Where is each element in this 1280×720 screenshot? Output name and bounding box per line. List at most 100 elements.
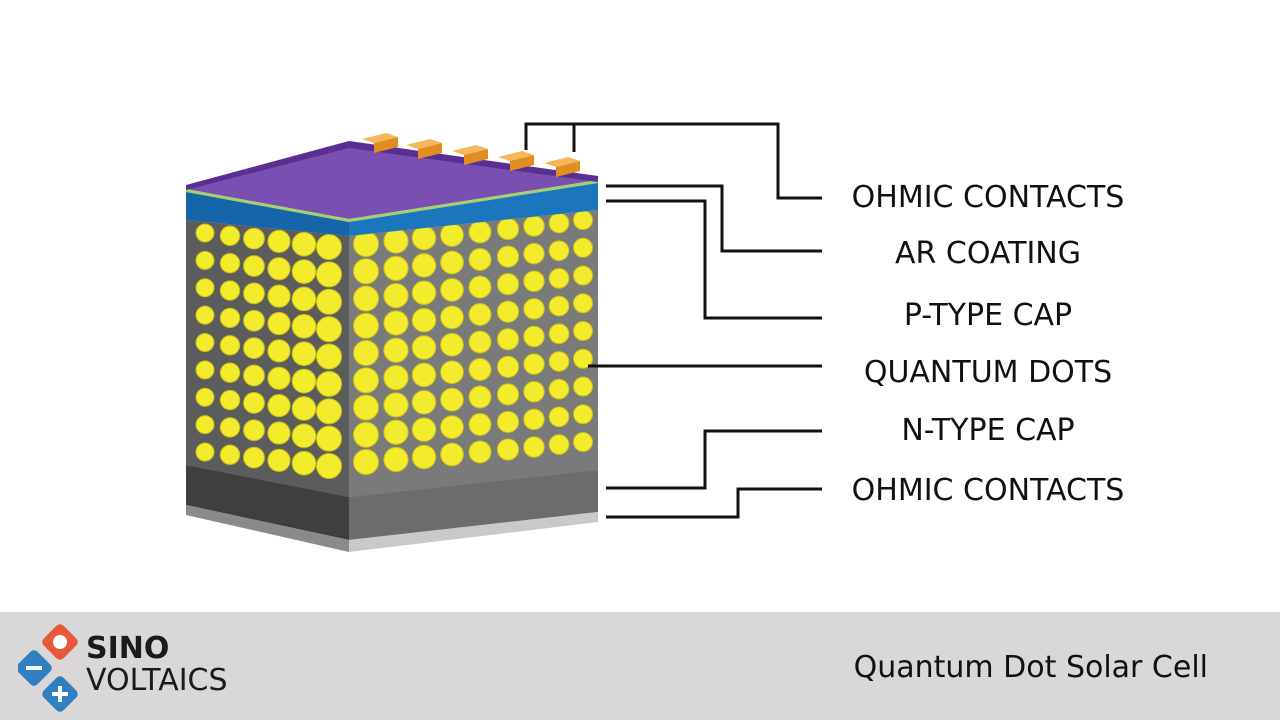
quantum-dot [267,394,291,418]
quantum-dot [496,245,520,268]
quantum-dot [496,300,520,323]
quantum-dot [316,425,342,452]
quantum-dot [383,392,409,418]
quantum-dot [573,237,593,258]
quantum-dot [411,417,437,442]
quantum-dot [523,242,545,265]
quantum-dot [573,265,593,286]
footer-bar [0,612,1280,720]
quantum-dot [411,335,437,360]
quantum-dot [468,358,492,381]
quantum-dot [440,442,464,467]
quantum-dot [496,355,520,378]
quantum-dot [411,307,437,333]
quantum-dot [195,387,215,407]
quantum-dot [383,283,409,309]
quantum-dot [291,368,317,394]
logo-icon [18,624,78,712]
quantum-dot [496,273,520,296]
quantum-dot [523,381,545,403]
quantum-dot [219,280,241,301]
quantum-dot [440,278,464,302]
quantum-dot [548,295,570,317]
quantum-dot [195,250,215,270]
quantum-dot [523,215,545,237]
quantum-dot [496,438,520,461]
quantum-dot [243,391,265,414]
quantum-dot [291,423,317,449]
quantum-dots-grid [195,210,593,479]
footer-caption: Quantum Dot Solar Cell [853,650,1208,685]
quantum-dot [267,448,291,472]
quantum-dot [219,417,241,438]
quantum-dot [468,275,492,299]
quantum-dot [267,229,291,253]
quantum-dot [353,449,379,475]
quantum-dot [243,419,265,442]
quantum-dot [468,303,492,326]
quantum-dot [353,231,379,257]
quantum-dot [523,325,545,348]
quantum-dot [411,253,437,278]
quantum-dot [195,360,215,380]
quantum-dot [243,282,265,305]
quantum-dot [573,432,593,452]
quantum-dot [316,453,342,479]
quantum-dot [219,444,241,465]
quantum-dot [353,258,379,285]
quantum-dot [496,383,520,406]
quantum-dot [440,360,464,385]
quantum-dot [267,421,291,445]
quantum-dot [468,385,492,409]
quantum-dot [219,362,241,383]
quantum-dot [440,305,464,330]
quantum-dot [195,442,215,462]
quantum-dot [243,364,265,387]
quantum-dot [548,268,570,289]
quantum-dot [440,223,464,247]
quantum-dot [383,419,409,445]
quantum-dot [548,323,570,345]
quantum-dot [411,280,437,305]
quantum-dot [383,337,409,363]
quantum-dot [267,366,291,390]
quantum-dot [468,220,492,244]
quantum-dot [316,343,342,370]
quantum-dot [291,396,317,421]
label-ohmic-contacts-top: OHMIC CONTACTS [852,180,1125,215]
quantum-dot [219,389,241,411]
quantum-dot [411,225,437,251]
label-ar-coating: AR COATING [895,236,1081,271]
quantum-dot [316,234,342,260]
quantum-dot [243,337,265,360]
quantum-dot [316,316,342,343]
quantum-dot [468,413,492,436]
leader-p-type [606,199,822,320]
leader-ar-coating [606,184,822,253]
quantum-dot [316,288,342,315]
label-ohmic-contacts-bottom: OHMIC CONTACTS [852,473,1125,508]
quantum-dot [353,312,379,339]
quantum-dot [468,248,492,271]
solar-cell-diagram: OHMIC CONTACTS AR COATING P-TYPE CAP QUA… [186,122,1125,552]
quantum-dot [267,257,291,281]
quantum-dot [496,410,520,434]
quantum-dot [291,341,317,367]
quantum-dot [573,376,593,397]
quantum-dot [219,307,241,329]
quantum-dot [195,333,215,352]
quantum-dot [548,351,570,372]
quantum-dot [440,250,464,275]
quantum-dot [291,450,317,476]
quantum-dot [219,335,241,356]
quantum-dot [267,339,291,363]
quantum-dot [243,227,265,250]
quantum-dot [548,378,570,400]
quantum-dot [411,390,437,415]
quantum-dot [523,408,545,431]
quantum-dot [548,212,570,234]
quantum-dot [548,240,570,262]
quantum-dot [440,332,464,357]
quantum-dot [548,434,570,455]
quantum-dot [573,293,593,314]
